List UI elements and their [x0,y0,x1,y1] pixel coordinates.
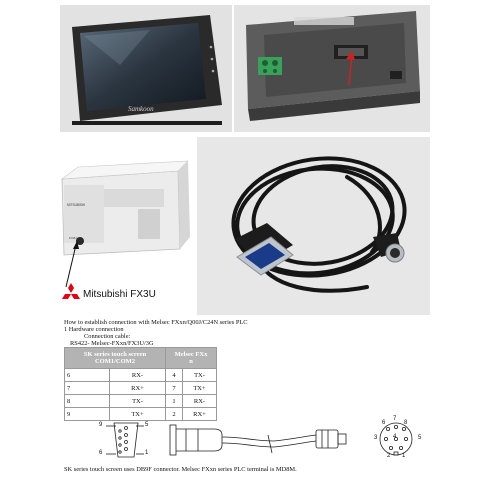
plc-model-tag: FX3U [69,236,77,240]
brand-caption: Mitsubishi FX3U [83,289,156,300]
table-row: 8 TX- 1 RX- [64,394,217,408]
db9-pin-label-1: 1 [145,450,149,456]
doc-footer-note: SK series touch screen uses DB9F connect… [64,466,297,473]
sk-pin-cell: 6 [64,368,110,382]
hmi-brand-logo: Samkoon [128,105,154,113]
table-row: 9 TX+ 2 RX+ [64,407,217,421]
cable-photo [197,137,430,315]
table-row: 6 RX- 4 TX- [64,368,217,382]
hmi-back-photo [234,5,430,132]
plc-signal-cell: TX+ [182,381,217,395]
doc-section-heading: 1 Hardware connection [64,326,124,333]
hmi-led-icon [209,45,213,49]
md8-pin-label-6: 6 [382,420,386,426]
plc-pin-cell: 1 [165,394,183,408]
hmi-led-icon [211,69,215,73]
usb-port [390,71,402,79]
table-header-sk: SK series touch screen COM1/COM2 [64,347,166,369]
sk-pin-cell: 9 [64,407,110,421]
table-header-plc: Melsec FXx n [165,347,217,369]
hmi-screen [80,23,206,111]
plc-arrow-icon [65,244,77,288]
hmi-back-illustration [246,11,420,121]
plc-front-label: MITSUBISHI [67,203,86,207]
pin-mapping-table: SK series touch screen COM1/COM2 Melsec … [64,347,217,421]
power-terminal-block [258,57,282,75]
cable-illustration [231,156,407,293]
plc-signal-cell: TX- [182,368,217,382]
md8-pin-label-5: 5 [418,435,422,441]
sk-signal-cell: RX- [109,368,166,382]
md8-pin-label-3: 3 [374,435,378,441]
db9-connector-icon [235,223,294,276]
plc-pin-cell: 7 [165,381,183,395]
table-header-plc-line2: n [189,358,193,365]
mitsubishi-logo-icon [62,283,80,299]
table-header-row: SK series touch screen COM1/COM2 Melsec … [64,347,217,369]
table-header-sk-line1: SK series touch screen [83,351,147,358]
cable-side-view-icon [169,424,347,456]
db9-pin-label-5: 5 [145,422,149,428]
md8-pin-label-4: 4 [393,434,397,440]
plc-port-icon [76,237,84,245]
plc-illustration [61,160,190,299]
sk-pin-cell: 7 [64,381,110,395]
md8-face-icon [379,422,413,456]
table-header-plc-line1: Melsec FXx [174,351,208,358]
hmi-front-photo: Samkoon [60,5,232,132]
plc-signal-cell: RX+ [182,407,217,421]
md8-pin-label-1: 1 [402,453,406,459]
doc-cable-label: Connection cable: [84,333,131,340]
plc-photo: MITSUBISHI FX3U Mitsubishi FX3U [60,137,194,315]
table-row: 7 RX+ 7 TX+ [64,381,217,395]
cable-coil [231,156,407,293]
sk-signal-cell: TX+ [109,407,166,421]
md8-pin-label-7: 7 [393,416,397,422]
md8-pin-label-2: 2 [387,453,391,459]
plc-signal-cell: RX- [182,394,217,408]
hmi-led-icon [210,57,214,61]
db9-pin-label-6: 6 [99,450,103,456]
doc-cable-spec: RS422- Melsec-FXxn/FX3U/3G [70,340,154,347]
connector-diagram [106,422,413,458]
doc-title: How to establish connection with Melsec … [64,319,248,326]
table-header-sk-line2: COM1/COM2 [94,358,136,365]
sk-signal-cell: TX- [109,394,166,408]
md8-pin-label-8: 8 [404,420,408,426]
sk-signal-cell: RX+ [109,381,166,395]
hmi-front-illustration [72,15,222,125]
rating-label [294,17,354,25]
sk-pin-cell: 8 [64,394,110,408]
db9-pin-label-9: 9 [99,422,103,428]
plc-pin-cell: 4 [165,368,183,382]
db9-face-icon [106,422,144,458]
md8-connector-icon [373,233,405,263]
